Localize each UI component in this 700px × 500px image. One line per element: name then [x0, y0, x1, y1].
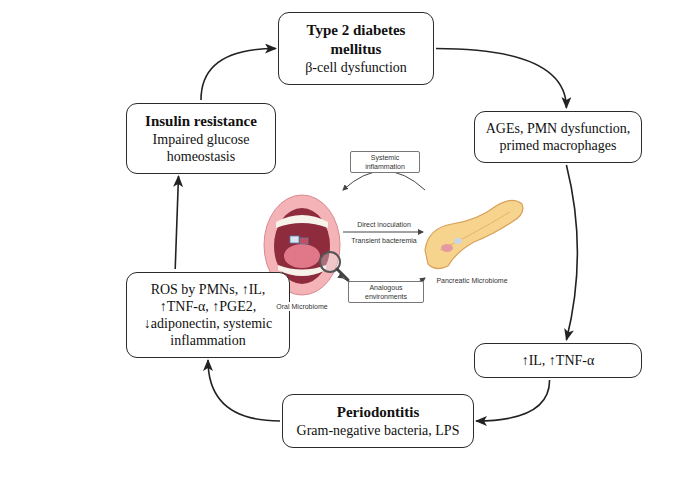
illustration-label: Direct inoculation	[355, 220, 413, 229]
cycle-arrow	[436, 49, 566, 109]
illustration-label: Transient bacteremia	[349, 236, 419, 245]
box-heading: Periodontitis	[292, 403, 464, 422]
process-box: PeriodontitisGram-negative bacteria, LPS	[282, 394, 474, 448]
box-text: β-cell dysfunction	[288, 59, 424, 76]
box-text: Gram-negative bacteria, LPS	[292, 422, 464, 439]
box-heading: Analogous environments	[352, 283, 420, 301]
cycle-arrow	[566, 165, 577, 340]
box-heading: Type 2 diabetes mellitus	[288, 21, 424, 59]
flow-arrow	[343, 232, 423, 233]
process-box: AGEs, PMN dysfunction, primed macrophage…	[474, 111, 642, 163]
cycle-arrow	[175, 176, 178, 269]
process-box: ↑IL, ↑TNF-α	[474, 343, 642, 378]
process-box: ROS by PMNs, ↑IL, ↑TNF-α, ↑PGE2, ↓adipon…	[126, 272, 290, 358]
box-heading: Insulin resistance	[136, 112, 266, 131]
cycle-arrow	[476, 380, 550, 421]
box-text: Impaired glucose homeostasis	[136, 131, 266, 165]
cycle-arrow	[208, 360, 280, 421]
callout-box: Analogous environments	[348, 281, 424, 303]
process-box: Type 2 diabetes mellitusβ-cell dysfuncti…	[278, 12, 434, 85]
cycle-arrow	[201, 49, 276, 101]
process-box: Insulin resistanceImpaired glucose homeo…	[126, 103, 276, 174]
box-heading: ↑IL, ↑TNF-α	[484, 352, 632, 369]
box-heading: Systemic inflammation	[354, 153, 416, 171]
pancreas-figure	[425, 200, 523, 268]
callout-box: Systemic inflammation	[350, 151, 420, 173]
illustration-label: Pancreatic Microbiome	[434, 276, 509, 285]
box-heading: ROS by PMNs, ↑IL, ↑TNF-α, ↑PGE2, ↓adipon…	[136, 281, 280, 349]
flow-arrow	[343, 171, 425, 190]
illustration-label: Oral Microbiome	[274, 302, 329, 311]
box-heading: AGEs, PMN dysfunction, primed macrophage…	[484, 120, 632, 154]
